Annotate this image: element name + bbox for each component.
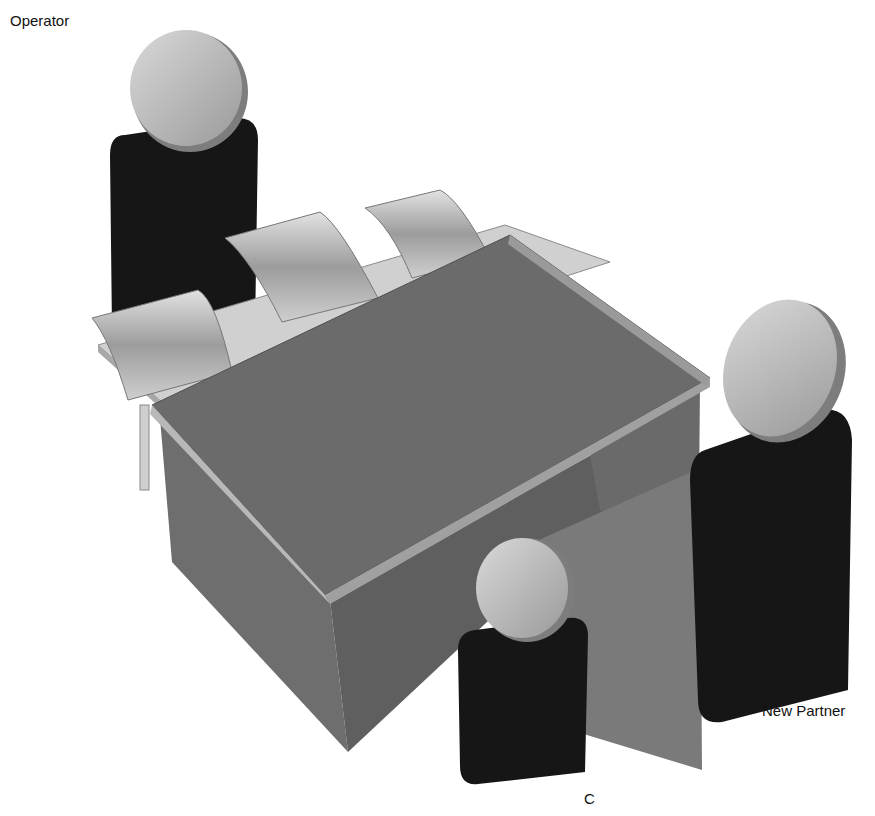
partner-figure <box>690 283 865 722</box>
operator-figure <box>110 30 258 330</box>
partner-label: New Partner <box>762 702 845 720</box>
child-label: C <box>584 790 595 808</box>
operator-label: Operator <box>10 12 69 30</box>
child-figure <box>458 538 588 784</box>
